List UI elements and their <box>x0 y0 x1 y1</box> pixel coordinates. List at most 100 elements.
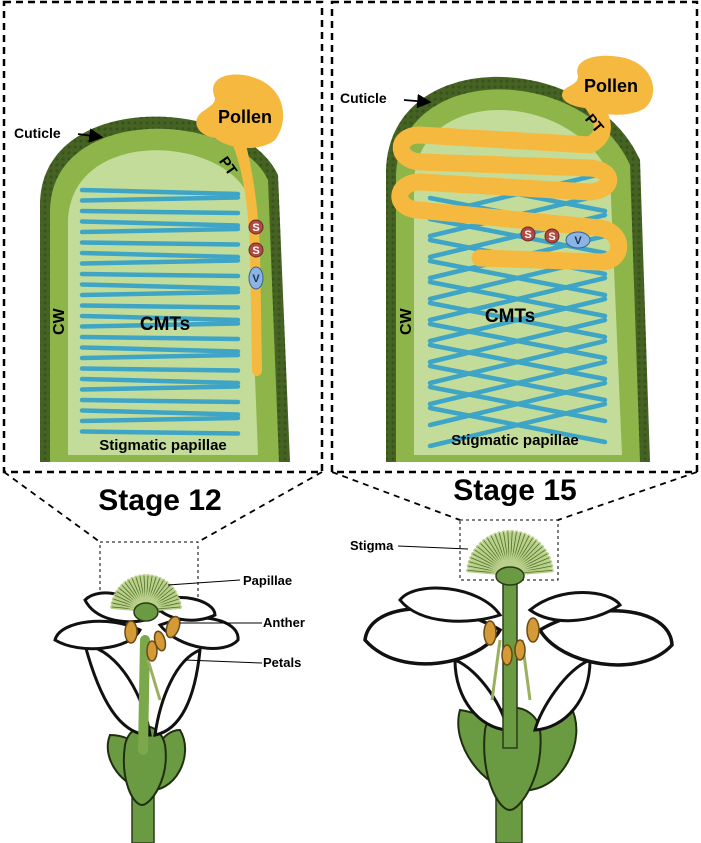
pollen-tube <box>391 91 628 271</box>
vesicle-s1: S <box>248 219 264 235</box>
cw-label: CW <box>51 307 68 335</box>
petal <box>398 586 503 623</box>
anther-label: Anther <box>263 615 305 630</box>
microtubule <box>79 321 241 329</box>
microtubule <box>79 313 241 323</box>
microtubule <box>79 187 241 197</box>
cortical-microtubules <box>79 187 241 436</box>
petal <box>533 657 592 732</box>
leader-line <box>184 659 263 664</box>
papillae-flower-label: Papillae <box>243 573 292 588</box>
microtubule <box>79 384 241 392</box>
microtubule <box>79 352 241 361</box>
anther <box>483 620 497 646</box>
flower-stage-15: Stigma <box>350 519 674 843</box>
panel-frame-left <box>2 0 324 474</box>
vacuole-v: V <box>565 231 591 249</box>
anther <box>514 639 526 661</box>
microtubule <box>79 415 241 424</box>
microtubule <box>79 271 241 279</box>
microtubule <box>79 250 241 260</box>
stigma-base <box>495 566 525 586</box>
microtubule <box>79 289 241 298</box>
anther <box>124 620 138 644</box>
zoom-connector <box>3 471 101 543</box>
microtubule <box>79 282 241 291</box>
pollen-label: Pollen <box>218 107 272 127</box>
anther <box>165 615 181 639</box>
zoom-connector <box>197 471 323 543</box>
papillae-label: Stigmatic papillae <box>451 432 579 449</box>
petal <box>53 619 143 651</box>
svg-text:S: S <box>252 245 259 257</box>
cuticle-label: Cuticle <box>340 90 387 106</box>
pollen-label: Pollen <box>584 76 638 96</box>
microtubule <box>79 240 241 247</box>
pistil <box>138 635 150 755</box>
anther <box>526 617 540 643</box>
pollen-grain <box>196 74 284 149</box>
stage-12-title: Stage 12 <box>98 484 221 517</box>
stigma-label: Stigma <box>350 538 394 553</box>
microtubule <box>79 303 241 310</box>
svg-text:S: S <box>524 229 531 241</box>
vesicle-s2: S <box>248 242 264 258</box>
microtubule <box>79 208 241 216</box>
microtubule <box>427 300 608 340</box>
petals-label: Petals <box>263 655 301 670</box>
petal <box>527 591 623 623</box>
leader-line <box>167 579 241 586</box>
microtubule <box>79 376 241 386</box>
stage-12-panel: S S V Pollen PT Cuticle CW CMTs Stigmati… <box>2 0 324 474</box>
zoom-connector <box>331 471 461 521</box>
svg-text:S: S <box>252 222 259 234</box>
microtubule <box>79 226 241 235</box>
microtubule <box>427 405 608 445</box>
petal <box>82 643 152 737</box>
flower-stage-12: Papillae Anther Petals <box>53 541 305 843</box>
microtubule <box>79 219 241 228</box>
panel-frame-right <box>330 0 699 474</box>
papillae-label: Stigmatic papillae <box>99 437 227 454</box>
cuticle-arrow <box>77 128 104 143</box>
petal <box>153 647 202 737</box>
cw-label: CW <box>398 307 415 335</box>
stigma-base <box>133 602 159 622</box>
anther <box>153 630 167 652</box>
vacuole-v: V <box>248 266 264 290</box>
microtubule <box>427 321 608 361</box>
microtubule <box>79 258 241 266</box>
cortical-microtubules <box>427 170 608 449</box>
cuticle-label: Cuticle <box>14 125 61 141</box>
vesicle-s1: S <box>520 226 536 242</box>
cmts-label: CMTs <box>485 306 535 327</box>
cmts-label: CMTs <box>140 314 190 335</box>
leader-line <box>397 545 469 550</box>
anther <box>501 644 513 666</box>
microtubule <box>427 363 608 403</box>
microtubule <box>427 279 608 319</box>
microtubule <box>79 408 241 417</box>
stage-15-title: Stage 15 <box>453 474 576 507</box>
microtubule <box>79 366 241 373</box>
filament <box>146 659 162 701</box>
microtubule <box>79 345 241 354</box>
filament <box>490 639 502 701</box>
vesicle-s2: S <box>544 228 560 244</box>
microtubule <box>79 195 241 203</box>
stage-15-panel: S S V Pollen PT Cuticle CW CMTs Stigmati… <box>330 0 699 474</box>
cuticle-arrow <box>403 93 432 109</box>
microtubule <box>79 334 241 342</box>
svg-text:V: V <box>252 273 260 285</box>
anther <box>146 640 158 662</box>
pollen-tube <box>226 120 262 376</box>
svg-text:V: V <box>574 235 582 247</box>
pollen-grain <box>562 55 654 115</box>
microtubule <box>79 397 241 405</box>
svg-text:S: S <box>548 231 555 243</box>
microtubule <box>427 342 608 382</box>
microtubule <box>79 429 241 436</box>
microtubule <box>427 258 608 298</box>
zoom-connector <box>557 471 698 521</box>
